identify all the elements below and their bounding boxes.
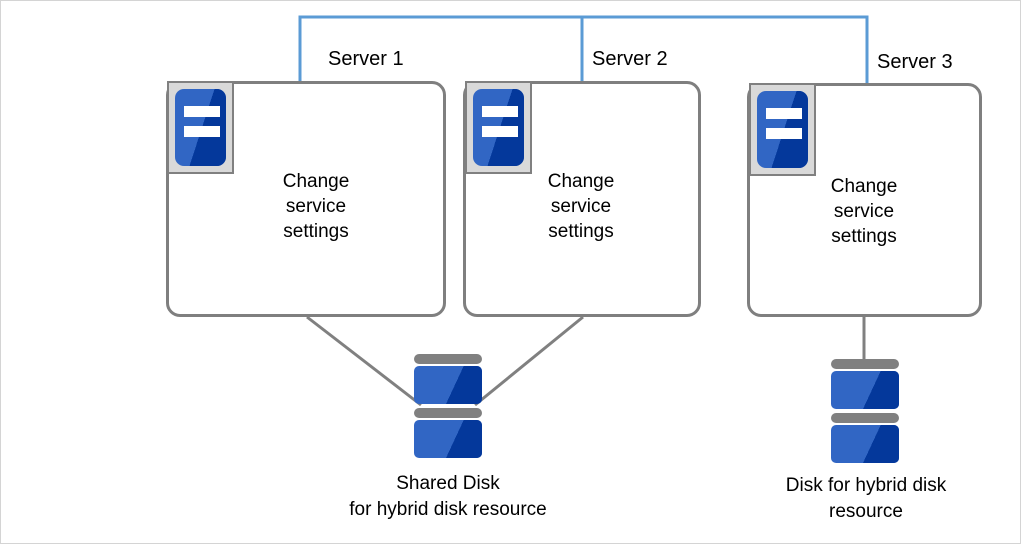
- disk-cap-top: [831, 359, 899, 369]
- disk-platter-top: [831, 371, 899, 409]
- server-icon-chassis: [473, 89, 524, 166]
- server-label-1: Server 1: [328, 48, 404, 70]
- server-icon-bar-top: [766, 108, 802, 119]
- disk-cap-bottom: [831, 413, 899, 423]
- server-icon-bar-top: [482, 106, 518, 117]
- disk-connector-lines: [306, 315, 866, 407]
- server-icon-bar-top: [184, 106, 220, 117]
- server-icon-bar-bottom: [766, 128, 802, 139]
- server3-disk-icon: [831, 359, 899, 467]
- disk-platter-bottom: [831, 425, 899, 463]
- disk-shade: [414, 366, 482, 404]
- server-body-text-1: Change service settings: [282, 171, 350, 242]
- connector-server2-shared-disk: [474, 315, 584, 407]
- server-icon-bar-bottom: [184, 126, 220, 137]
- server-body-text-2: Change service settings: [547, 171, 615, 242]
- shared-disk-icon: [414, 354, 482, 462]
- disk-shade: [414, 420, 482, 458]
- server-icon-2: [465, 81, 532, 174]
- server-body-text-3: Change service settings: [830, 176, 898, 247]
- disk-shade: [831, 371, 899, 409]
- server-icon-bar-bottom: [482, 126, 518, 137]
- disk-platter-top: [414, 366, 482, 404]
- server-icon-chassis: [175, 89, 226, 166]
- server-label-2: Server 2: [592, 48, 668, 70]
- server-label-3: Server 3: [877, 51, 953, 73]
- disk-cap-bottom: [414, 408, 482, 418]
- disk-platter-bottom: [414, 420, 482, 458]
- server-icon-3: [749, 83, 816, 176]
- disk-shade: [831, 425, 899, 463]
- disk-cap-top: [414, 354, 482, 364]
- shared-disk-caption: Shared Disk for hybrid disk resource: [349, 473, 547, 520]
- connector-server1-shared-disk: [306, 315, 422, 407]
- server3-disk-caption: Disk for hybrid disk resource: [785, 475, 947, 522]
- server-icon-1: [167, 81, 234, 174]
- server-icon-chassis: [757, 91, 808, 168]
- network-bus: [298, 15, 869, 83]
